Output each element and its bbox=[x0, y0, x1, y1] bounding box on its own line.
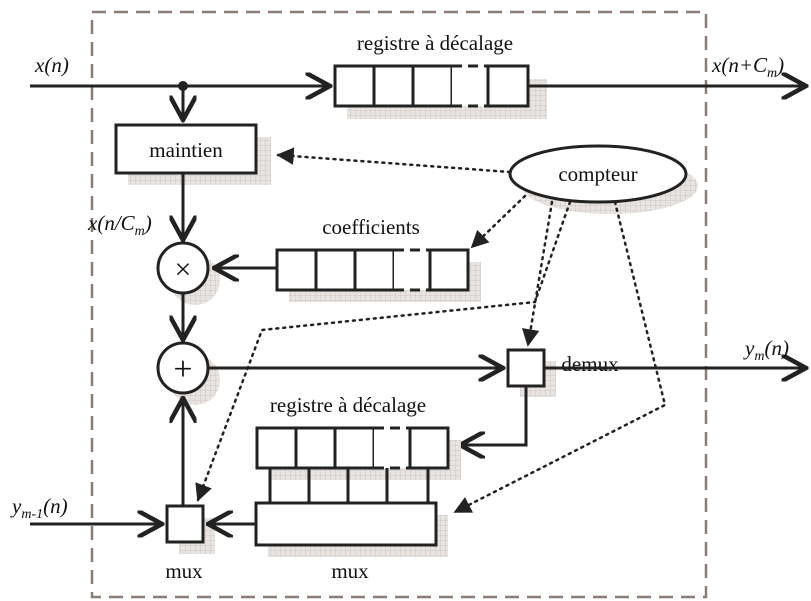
demux-block bbox=[506, 348, 546, 388]
demux-label: demux bbox=[561, 352, 619, 376]
coefficients-label: coefficients bbox=[322, 215, 420, 239]
input-label: x(n) bbox=[34, 53, 69, 77]
mux-small-label: mux bbox=[165, 559, 203, 583]
mux-large-block bbox=[254, 501, 438, 547]
demux-to-register-wire bbox=[460, 386, 528, 445]
counter-ellipse bbox=[508, 144, 688, 204]
shift-register-bottom bbox=[255, 426, 461, 480]
shift-register-top-label: registre à décalage bbox=[357, 31, 513, 55]
control-lines bbox=[195, 147, 667, 514]
prev-input-label: ym-1(n) bbox=[10, 494, 68, 522]
hold-label: maintien bbox=[149, 138, 223, 162]
register-taps bbox=[268, 468, 430, 503]
hold-block bbox=[114, 123, 258, 175]
multiply-symbol: × bbox=[175, 253, 192, 286]
coefficients-register bbox=[275, 248, 481, 302]
add-symbol: + bbox=[173, 351, 192, 388]
mux-large-label: mux bbox=[331, 559, 369, 583]
shift-register-top bbox=[333, 64, 547, 119]
output-label: ym(n) bbox=[743, 336, 789, 364]
held-signal-label: x(n/Cm) bbox=[87, 211, 152, 239]
counter-label: compteur bbox=[558, 162, 637, 186]
mux-small-block bbox=[165, 504, 205, 544]
module-frame bbox=[90, 10, 708, 599]
shift-register-bottom-label: registre à décalage bbox=[270, 393, 426, 417]
output-delayed-label: x(n+Cm) bbox=[711, 53, 784, 81]
